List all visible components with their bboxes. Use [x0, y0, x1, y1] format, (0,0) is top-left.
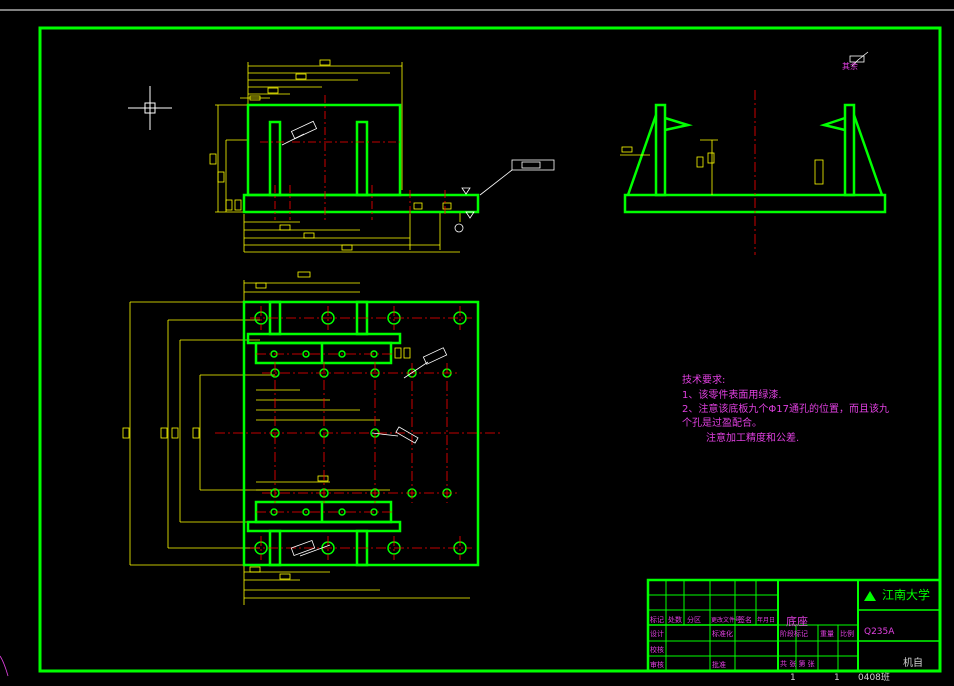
title-block — [646, 578, 942, 673]
drawing-frame — [38, 26, 942, 673]
approve-label: 批准 — [712, 661, 726, 669]
machine-label: 机自 — [903, 658, 923, 669]
rev-header-1: 标记 — [650, 616, 664, 624]
scale-value: 1 — [790, 673, 796, 683]
rev-header-3: 分区 — [687, 616, 701, 624]
stray-arc — [0, 655, 9, 677]
rev-header-2: 处数 — [668, 616, 682, 624]
part-name: 底座 — [786, 615, 808, 628]
university-name: 江南大学 — [882, 588, 931, 602]
side-view — [620, 51, 887, 255]
front-view — [209, 59, 555, 253]
sign-row-1: 标准化 — [712, 630, 733, 638]
rev-header-5: 签名 — [738, 616, 752, 624]
left-col-3: 审核 — [650, 661, 664, 669]
rev-header-6: 年月日 — [757, 617, 776, 624]
material: Q235A — [864, 627, 895, 637]
sign-row-4: 比例 — [840, 630, 854, 638]
class-id: 0408班 — [858, 673, 890, 683]
notes-heading: 技术要求: — [682, 375, 726, 386]
notes-line-4: 注意加工精度和公差. — [706, 433, 800, 444]
sign-row-2: 阶段标记 — [780, 630, 808, 638]
sheet-count: 1 — [834, 673, 840, 683]
crosshair-cursor-icon — [128, 86, 172, 130]
notes-line-3: 个孔是过盈配合。 — [682, 418, 762, 429]
top-view — [122, 271, 500, 605]
surface-finish-note: 其余 — [842, 62, 858, 71]
notes-line-1: 1、该零件表面用绿漆. — [682, 390, 782, 401]
university-logo-icon — [864, 591, 876, 601]
left-col-1: 设计 — [650, 630, 664, 638]
rev-header-4: 更改文件号 — [711, 617, 742, 624]
left-col-2: 校核 — [650, 646, 664, 654]
sheet-text: 共 张 第 张 — [780, 660, 815, 668]
notes-line-2: 2、注意该底板九个Φ17通孔的位置，而且该九 — [682, 404, 889, 415]
sign-row-3: 重量 — [820, 630, 834, 638]
